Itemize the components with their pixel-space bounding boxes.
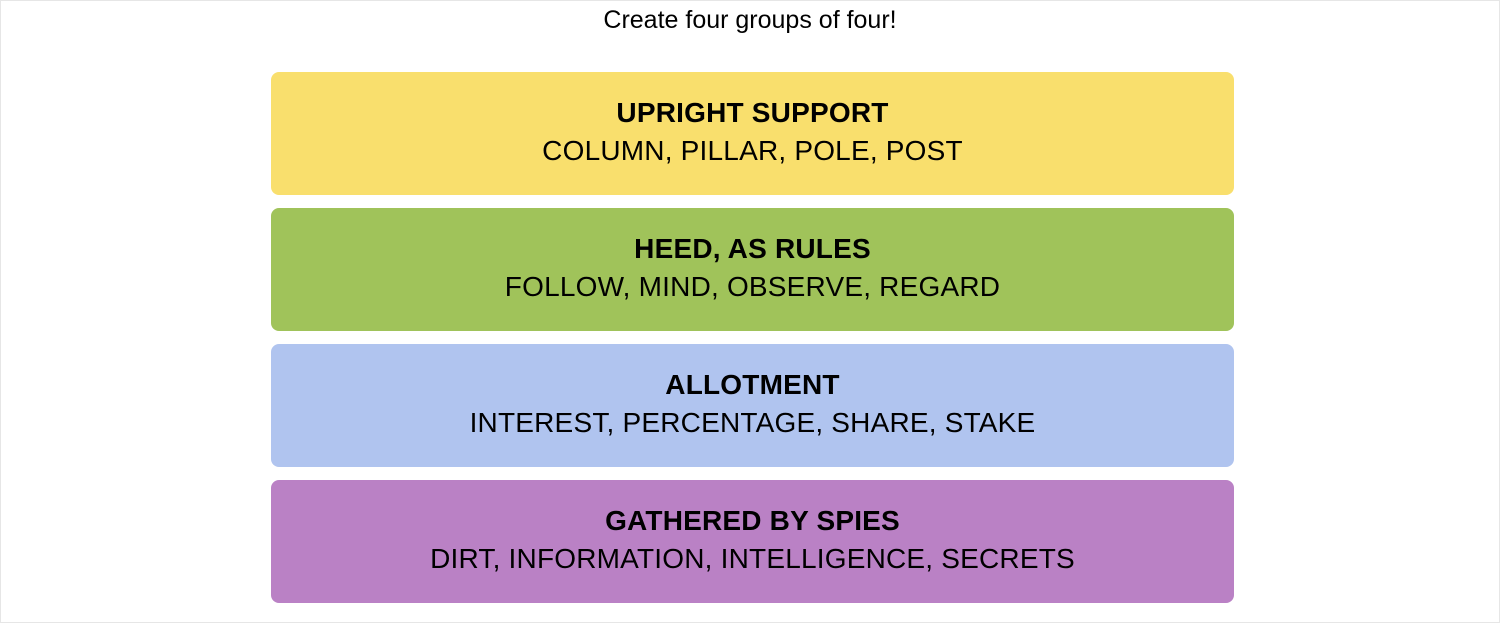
group-members: DIRT, INFORMATION, INTELLIGENCE, SECRETS bbox=[430, 542, 1075, 574]
group-title: GATHERED BY SPIES bbox=[605, 504, 900, 536]
group-members: FOLLOW, MIND, OBSERVE, REGARD bbox=[504, 270, 1001, 302]
solved-groups: UPRIGHT SUPPORT COLUMN, PILLAR, POLE, PO… bbox=[271, 72, 1234, 616]
group-title: ALLOTMENT bbox=[665, 368, 840, 400]
group-members: INTEREST, PERCENTAGE, SHARE, STAKE bbox=[469, 406, 1036, 438]
group-title: UPRIGHT SUPPORT bbox=[616, 96, 889, 128]
group-green: HEED, AS RULES FOLLOW, MIND, OBSERVE, RE… bbox=[271, 208, 1234, 331]
group-yellow: UPRIGHT SUPPORT COLUMN, PILLAR, POLE, PO… bbox=[271, 72, 1234, 195]
group-blue: ALLOTMENT INTEREST, PERCENTAGE, SHARE, S… bbox=[271, 344, 1234, 467]
instruction-text: Create four groups of four! bbox=[603, 6, 897, 34]
group-purple: GATHERED BY SPIES DIRT, INFORMATION, INT… bbox=[271, 480, 1234, 603]
group-title: HEED, AS RULES bbox=[634, 232, 871, 264]
group-members: COLUMN, PILLAR, POLE, POST bbox=[542, 134, 963, 166]
